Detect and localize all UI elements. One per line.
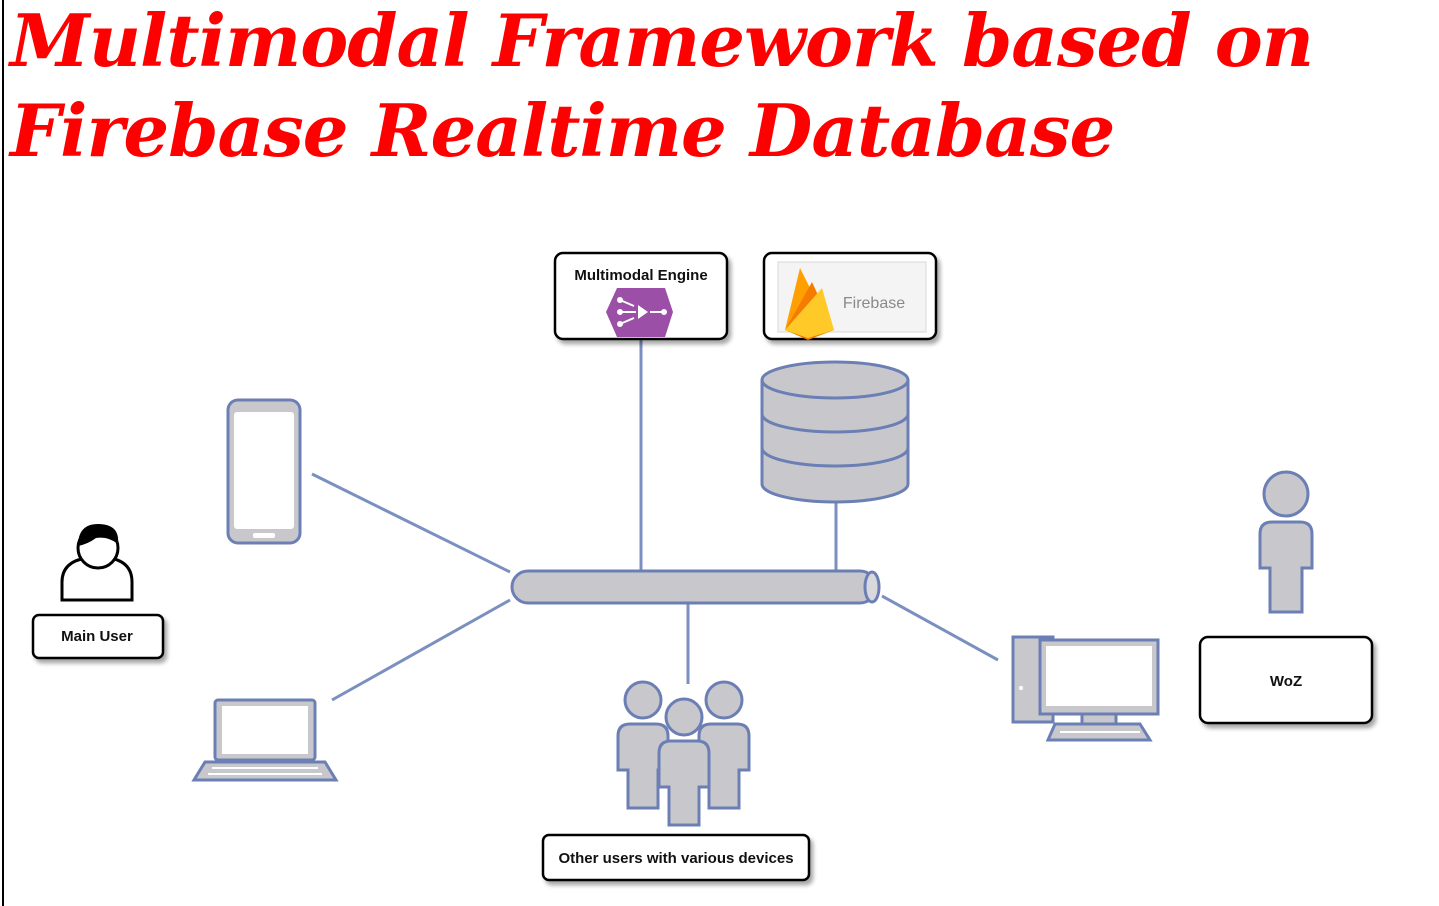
firebase-node: Firebase (762, 251, 938, 341)
title-line-1: Multimodal Framework based on (10, 0, 1314, 83)
title-line-2: Firebase Realtime Database (10, 88, 1115, 173)
multimodal-engine-label: Multimodal Engine (574, 267, 707, 284)
main-user-node: Main User (31, 613, 165, 660)
engine-flow-icon (606, 288, 673, 337)
connector-phone (311, 472, 511, 574)
left-border-line (2, 0, 4, 906)
laptop-icon (191, 698, 339, 782)
database-icon (760, 360, 910, 504)
desktop-computer-icon (1011, 635, 1160, 742)
connector-laptop (331, 598, 511, 702)
main-user-label: Main User (61, 628, 133, 645)
group-users-icon (616, 680, 751, 827)
other-users-label: Other users with various devices (558, 850, 793, 867)
woz-node: WoZ (1198, 635, 1374, 725)
connector-lines (311, 340, 999, 702)
multimodal-engine-node: Multimodal Engine (553, 251, 729, 341)
firebase-label: Firebase (843, 295, 905, 312)
connector-desktop (881, 594, 999, 662)
other-users-node: Other users with various devices (541, 833, 811, 882)
smartphone-icon (226, 398, 302, 545)
network-bus-icon (510, 569, 881, 605)
firebase-logo-icon (785, 268, 834, 340)
user-icon (1258, 470, 1314, 614)
woz-label: WoZ (1270, 673, 1302, 690)
main-user-icon (60, 524, 134, 602)
